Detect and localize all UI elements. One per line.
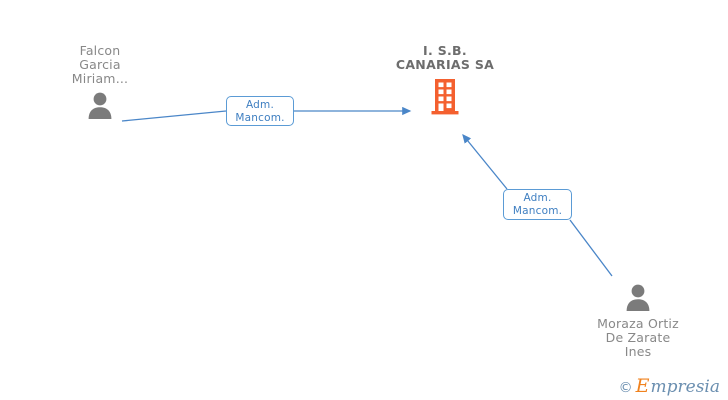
person-label-falcon-garcia-miriam: Falcon Garcia Miriam... xyxy=(71,43,129,86)
copyright-icon: © xyxy=(618,380,633,396)
brand-name: mpresia xyxy=(650,377,721,397)
person-node-moraza-ortiz-de-zarate-ines[interactable]: Moraza Ortiz De Zarate Ines xyxy=(578,282,698,359)
edge-falcon-segment-left xyxy=(121,110,227,122)
edge-moraza-segment-upper xyxy=(462,133,508,190)
person-icon xyxy=(88,92,112,119)
company-label: I. S.B. CANARIAS SA xyxy=(395,43,495,72)
relation-label-adm-mancom-moraza[interactable]: Adm. Mancom. xyxy=(503,189,572,220)
person-label-moraza-ortiz-de-zarate-ines: Moraza Ortiz De Zarate Ines xyxy=(597,316,679,359)
relation-label-adm-mancom-falcon[interactable]: Adm. Mancom. xyxy=(226,96,294,126)
building-icon xyxy=(431,79,459,115)
person-node-falcon-garcia-miriam[interactable]: Falcon Garcia Miriam... xyxy=(40,44,160,120)
company-node-isb-canarias-sa[interactable]: I. S.B. CANARIAS SA xyxy=(385,44,505,116)
person-icon xyxy=(626,284,650,311)
empresia-watermark: © E mpresia xyxy=(619,377,720,396)
brand-initial: E xyxy=(635,375,650,397)
edge-moraza-segment-lower xyxy=(569,219,613,277)
